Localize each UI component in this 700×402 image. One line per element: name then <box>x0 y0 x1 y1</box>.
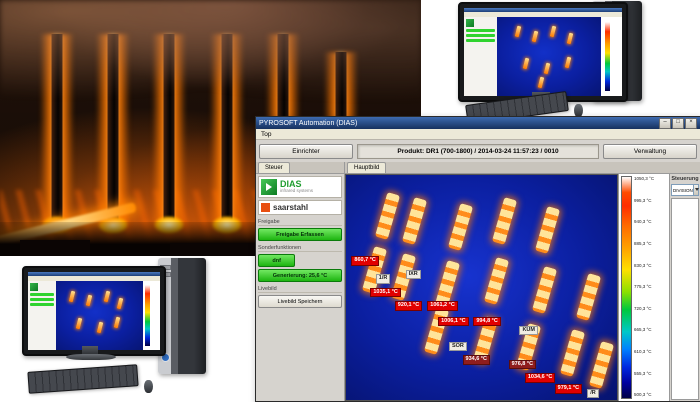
monitor-base <box>66 354 116 360</box>
temperature-label: 1061,2 °C <box>427 301 458 311</box>
scale-tick: 830,3 °C <box>634 262 652 268</box>
monitor <box>458 2 628 102</box>
scale-tick-list: 1050,3 °C 995,3 °C 940,3 °C 885,3 °C 830,3 °… <box>634 176 667 399</box>
scale-tick: 720,3 °C <box>634 305 652 311</box>
temperature-label: SOR <box>448 341 467 351</box>
machinery-silhouette <box>20 240 90 256</box>
mini-dias-logo <box>466 19 474 27</box>
thermal-image: 860,7 °C 1/R IXR 1035,1 °C 920,1 °C 1061,2 °C… <box>345 174 618 401</box>
dias-logo: DIAS infrared systems <box>258 176 342 198</box>
steuerung-title: Steuerung <box>671 176 699 182</box>
minimize-icon[interactable]: – <box>659 117 671 129</box>
dias-logo-icon <box>261 179 277 195</box>
billet-hot-region <box>575 273 601 321</box>
monitor-stand <box>82 346 98 355</box>
toolbar: Einrichter Produkt: DR1 (700-1800) / 201… <box>256 140 700 162</box>
generierung-button[interactable]: Generierung: 25,6 °C <box>258 269 342 282</box>
billet-hot-region <box>491 196 517 245</box>
billet-hot-region <box>532 266 558 315</box>
temperature-label: 979,1 °C <box>554 384 583 394</box>
pc-tower <box>158 258 206 374</box>
mini-dias-logo <box>30 283 38 291</box>
einrichter-button[interactable]: Einrichter <box>259 143 353 159</box>
tab-hauptbild[interactable]: Hauptbild <box>347 162 387 173</box>
billet-hot-region <box>559 329 585 378</box>
billet-hot-region <box>375 192 401 240</box>
scale-tick: 995,3 °C <box>634 197 652 203</box>
machinery-silhouette <box>170 243 260 256</box>
temperature-label: IXR <box>405 269 421 279</box>
mini-color-scale <box>145 285 151 346</box>
scale-tick: 775,3 °C <box>634 284 652 290</box>
chevron-down-icon[interactable] <box>692 185 700 195</box>
mini-color-scale <box>604 21 611 92</box>
dias-logo-subtitle: infrared systems <box>280 188 314 194</box>
freigabe-button[interactable]: Freigabe Erfassen <box>258 228 342 241</box>
temperature-label: 1006,1 °C <box>438 316 469 327</box>
main-area: Hauptbild 860,7 °C 1/R IXR 1035,1 °C 920,1 °… <box>345 162 700 401</box>
mini-thermal-image <box>497 17 602 96</box>
product-status: Produkt: DR1 (700-1800) / 2014-03-24 11:… <box>357 143 599 159</box>
scale-tick: 500,3 °C <box>634 392 652 398</box>
livebild-speichern-button[interactable]: Livebild Speichern <box>258 295 342 308</box>
temperature-label: KUM <box>519 325 538 336</box>
mouse <box>574 104 583 117</box>
scale-tick: 665,3 °C <box>634 327 652 333</box>
steam-smoke <box>0 0 421 115</box>
temperature-label: 976,8 °C <box>508 359 537 369</box>
control-panel: Steuer DIAS infrared systems saarstahl F… <box>256 162 345 401</box>
dias-logo-text: DIAS <box>280 179 302 190</box>
temperature-label: 920,1 °C <box>394 301 423 311</box>
saarstahl-logo-icon <box>261 203 270 212</box>
saarstahl-logo: saarstahl <box>258 200 342 215</box>
title-bar[interactable]: PYROSOFT Automation (DIAS) – □ × <box>256 117 700 129</box>
temperature-label: 1/R <box>375 274 391 284</box>
menu-item-top[interactable]: Top <box>261 130 272 138</box>
division-dropdown[interactable]: DIVISION <box>671 184 700 196</box>
mini-thermal-image <box>55 281 143 350</box>
temperature-label: 1035,1 °C <box>370 287 401 297</box>
billet-hot-region <box>448 203 474 252</box>
scale-tick: 610,3 °C <box>634 349 652 355</box>
pyrosoft-window: PYROSOFT Automation (DIAS) – □ × Top Ein… <box>255 116 700 402</box>
maximize-icon[interactable]: □ <box>672 117 684 129</box>
temperature-label: /R <box>587 388 599 399</box>
steuerung-list[interactable] <box>671 198 699 400</box>
verwaltung-button[interactable]: Verwaltung <box>603 143 697 159</box>
keyboard <box>27 364 139 394</box>
workstation-top-right <box>450 0 700 126</box>
freigabe-label: Freigabe <box>258 219 342 226</box>
temperature-label: 860,7 °C <box>351 256 379 266</box>
workstation-bottom-left <box>10 252 230 401</box>
sonderfunktionen-label: Sonderfunktionen <box>258 245 342 252</box>
dnf-button[interactable]: dnf <box>258 254 296 267</box>
scale-tick: 940,3 °C <box>634 219 652 225</box>
billet-hot-region <box>402 196 428 245</box>
billet-hot-region <box>589 340 615 389</box>
billet-hot-region <box>535 205 561 254</box>
scale-tick: 885,3 °C <box>634 240 652 246</box>
close-icon[interactable]: × <box>685 117 697 129</box>
billet-hot-region <box>423 306 450 355</box>
monitor-screen <box>28 272 160 350</box>
scale-tick: 555,3 °C <box>634 370 652 376</box>
scale-tick: 1050,3 °C <box>634 176 655 181</box>
monitor-screen <box>464 8 622 96</box>
livebild-label: Livebild <box>258 286 342 293</box>
mouse <box>144 380 153 393</box>
steuerung-panel: Steuerung DIVISION <box>669 174 700 401</box>
tab-steuer[interactable]: Steuer <box>258 162 290 173</box>
temperature-label: 934,6 °C <box>462 355 490 365</box>
temperature-label: 1034,6 °C <box>524 373 556 383</box>
color-scale-bar <box>621 176 632 399</box>
window-title: PYROSOFT Automation (DIAS) <box>259 119 358 127</box>
division-dropdown-value: DIVISION <box>673 187 693 193</box>
temperature-scale: 1050,3 °C 995,3 °C 940,3 °C 885,3 °C 830,3 °… <box>618 174 669 401</box>
saarstahl-logo-text: saarstahl <box>273 203 309 212</box>
temperature-label: 994,8 °C <box>473 316 501 327</box>
billet-hot-region <box>483 257 509 306</box>
monitor <box>22 266 166 356</box>
